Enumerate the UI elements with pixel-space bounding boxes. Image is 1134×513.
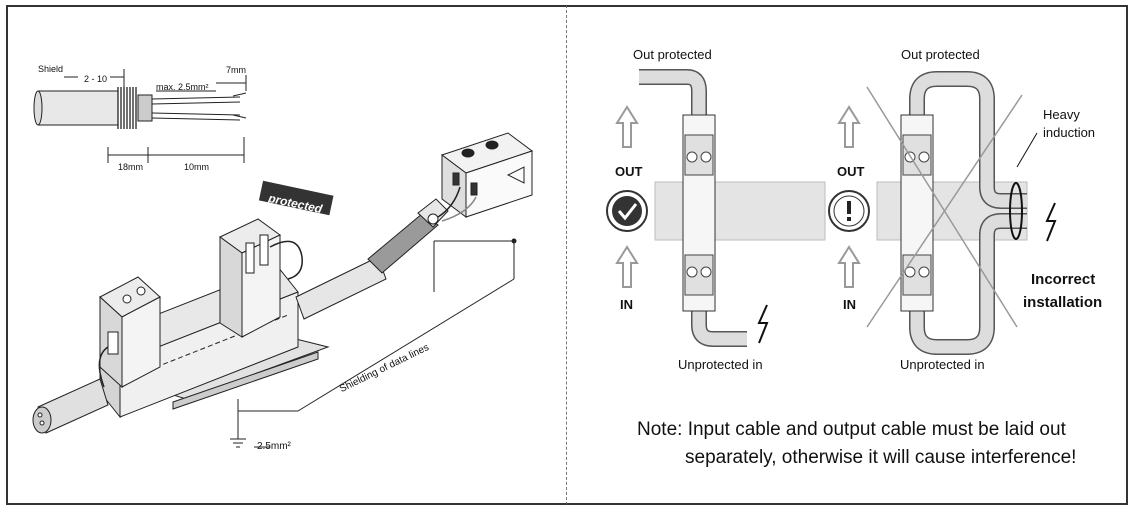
- installation-illustration: [606, 69, 1057, 355]
- installation-comparison-panel: Out protected OUT IN Unprotected in Out …: [566, 5, 1128, 505]
- protection-module: [219, 218, 303, 338]
- correct-unprotected-in-label: Unprotected in: [678, 357, 763, 372]
- correct-out-label: OUT: [615, 164, 643, 179]
- protected-tag-shape: [258, 180, 334, 216]
- note-line-2: separately, otherwise it will cause inte…: [685, 447, 1077, 468]
- heavy-induction-label-2: induction: [1043, 125, 1096, 140]
- check-icon: [606, 190, 648, 232]
- shield-label: Shield: [38, 64, 64, 74]
- incorrect-out-protected-label: Out protected: [901, 47, 980, 62]
- incorrect-unprotected-in-label: Unprotected in: [900, 357, 985, 372]
- terminal-block: [437, 132, 534, 222]
- output-cable: [295, 198, 449, 320]
- max-area-label: max. 2.5mm²: [156, 82, 209, 92]
- shielding-bracket: [230, 238, 517, 448]
- dim-18mm-label: 18mm: [118, 162, 144, 172]
- input-module: [99, 276, 161, 389]
- correct-in-label: IN: [620, 297, 633, 312]
- incorrect-installation-label-2: installation: [1023, 294, 1103, 311]
- incorrect-out-label: OUT: [837, 164, 865, 179]
- exclamation-icon: [828, 190, 870, 232]
- input-cable: [32, 346, 109, 434]
- correct-installation: [615, 69, 826, 347]
- incorrect-in-label: IN: [843, 297, 856, 312]
- heavy-induction-label-1: Heavy: [1043, 107, 1080, 122]
- dim-10mm-label: 10mm: [184, 162, 210, 172]
- note-line-1: Note: Input cable and output cable must …: [637, 419, 1066, 440]
- correct-out-protected-label: Out protected: [633, 47, 712, 62]
- dim-7mm-label: 7mm: [226, 65, 246, 75]
- wiring-illustration: [32, 69, 534, 448]
- incorrect-installation-label-1: Incorrect: [1031, 271, 1096, 288]
- ground-area-label: 2.5mm²: [257, 441, 291, 452]
- dim-2-10-label: 2 - 10: [84, 74, 108, 84]
- wiring-diagram-panel: Shield 2 - 10 max. 2.5mm² 7mm 18mm 10mm …: [6, 5, 566, 505]
- incorrect-installation: [837, 71, 1057, 355]
- stripped-cable-sketch: [33, 69, 247, 163]
